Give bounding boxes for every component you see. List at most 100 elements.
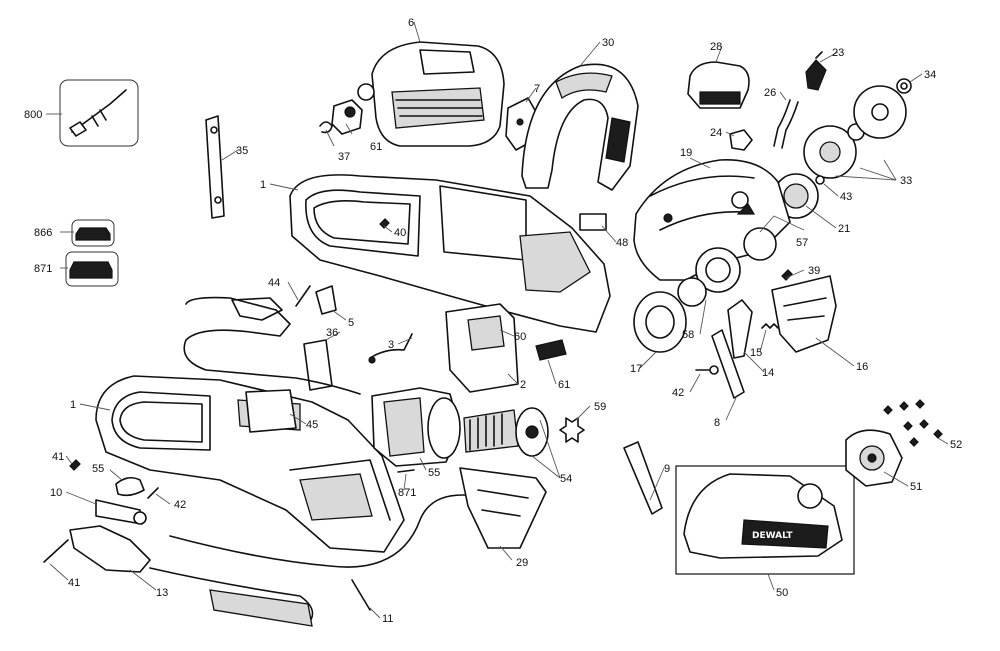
callout-13: 13 [156, 587, 168, 599]
part-28-shield [459, 467, 547, 549]
callout-16: 16 [856, 361, 868, 373]
callout-26: 28 [710, 41, 722, 53]
callout-28: 29 [516, 557, 528, 569]
callout-56: 59 [594, 401, 606, 413]
part-871-charger-kit [65, 251, 119, 287]
callout-54: 55 [92, 463, 104, 475]
callout-42: 42 [672, 387, 684, 399]
callout-55-right: 57 [796, 237, 808, 249]
part-53-field [371, 387, 461, 467]
part-23-bolt [805, 51, 827, 91]
part-2-inner-cover [445, 303, 519, 393]
callout-10: 10 [50, 487, 62, 499]
part-57-screws [883, 399, 943, 447]
part-50-assembly-frame: DEWALT [675, 465, 855, 575]
part-61-screw [397, 469, 415, 473]
callout-11: 11 [382, 613, 393, 625]
part-34-bar [205, 115, 225, 219]
callout-6: 6 [408, 17, 414, 29]
callout-36: 37 [338, 151, 350, 163]
callout-2: 2 [520, 379, 526, 391]
callout-58: 61 [370, 141, 382, 153]
part-54-clip [115, 476, 145, 497]
callout-800: 800 [24, 109, 42, 121]
part-24-hose [773, 99, 799, 149]
callout-33: 34 [924, 69, 936, 81]
part-9-arm [623, 441, 663, 515]
callout-8: 8 [714, 417, 720, 429]
callout-53: 55 [428, 467, 440, 479]
callout-1-upper: 1 [260, 179, 266, 191]
part-48-label [579, 213, 607, 231]
callout-45: 45 [306, 419, 318, 431]
part-19-blade-guard [633, 159, 791, 307]
callout-871: 871 [34, 263, 52, 275]
callout-59: 60 [514, 331, 526, 343]
callout-9: 9 [664, 463, 670, 475]
part-39-screw [69, 459, 81, 471]
dewalt-logo: DEWALT [752, 531, 793, 541]
part-armature [463, 409, 519, 453]
part-17-dust-port [633, 291, 687, 353]
part-40-pin [147, 487, 159, 499]
part-37-screw [781, 269, 793, 281]
callout-39: 41 [52, 451, 64, 463]
part-16-bracket [771, 275, 837, 353]
part-58-switch [331, 99, 363, 135]
callout-44: 44 [268, 277, 280, 289]
part-14-lever [727, 299, 753, 359]
part-866-battery-kit [71, 219, 115, 247]
callout-38: 40 [394, 227, 406, 239]
callout-37: 39 [808, 265, 820, 277]
callout-866: 866 [34, 227, 52, 239]
part-11-hose [169, 494, 477, 611]
callout-labels: 800 866 871 6 30 7 28 23 34 26 24 33 37 … [24, 17, 962, 625]
callout-55-left: 58 [682, 329, 694, 341]
callout-34: 35 [236, 145, 248, 157]
leader-lines [46, 21, 949, 619]
callout-29: 30 [602, 37, 614, 49]
callout-14: 14 [762, 367, 774, 379]
part-13-water-kit [69, 525, 314, 627]
part-800-wrench-kit [59, 79, 139, 147]
part-41-bolt [43, 539, 69, 563]
part-51-end-cap [845, 429, 903, 487]
part-38-screw [379, 218, 390, 229]
part-36-clip [319, 121, 333, 134]
callout-23: 23 [832, 47, 844, 59]
part-52-gear-housing [515, 407, 549, 457]
callout-7: 7 [534, 83, 540, 95]
part-42-bolt [695, 365, 719, 375]
part-6-motor-cover [357, 41, 505, 147]
part-29-front-handle [521, 63, 639, 191]
callout-1-lower: 1 [70, 399, 76, 411]
callout-57: 52 [950, 439, 962, 451]
part-10-fitting [95, 499, 147, 525]
part-5-bracket [315, 285, 337, 315]
callout-15: 15 [750, 347, 762, 359]
part-43-washer [815, 175, 825, 185]
callout-43: 43 [840, 191, 852, 203]
callout-3: 3 [388, 339, 394, 351]
callout-30: 33 [900, 175, 912, 187]
callout-48: 48 [616, 237, 628, 249]
callout-52: 54 [560, 473, 572, 485]
part-22-nozzle [729, 129, 753, 151]
callout-51: 51 [910, 481, 922, 493]
part-1-housing-right [289, 174, 611, 333]
part-26-knob [687, 61, 750, 109]
callout-61: 871 [398, 487, 416, 499]
callout-17: 17 [630, 363, 642, 375]
part-33-nut [896, 78, 912, 94]
part-8-stay [711, 329, 745, 399]
callout-24: 26 [764, 87, 776, 99]
part-15-spring [761, 323, 779, 329]
callout-22: 24 [710, 127, 722, 139]
part-3-connector [368, 333, 413, 364]
callout-60: 61 [558, 379, 570, 391]
part-56-fan [559, 417, 585, 443]
callout-19: 19 [680, 147, 692, 159]
callout-40: 42 [174, 499, 186, 511]
part-1-housing-left [95, 375, 405, 553]
